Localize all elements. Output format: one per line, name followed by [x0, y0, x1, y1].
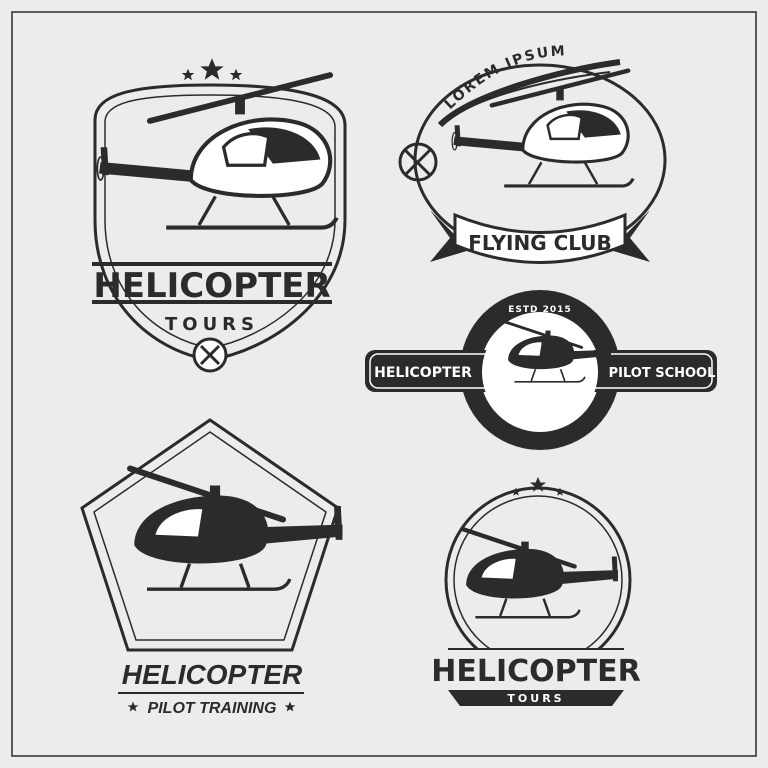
emblem-subtitle: TOURS	[165, 314, 259, 335]
helicopter-tours-top-emblem: HELICOPTER TOURS	[92, 58, 347, 373]
estd-text: ESTD 2015	[508, 305, 571, 315]
helicopter-icon	[130, 469, 343, 590]
emblem-title: HELICOPTER	[122, 659, 303, 690]
emblem-title: HELICOPTER	[93, 266, 330, 306]
emblem-subtitle: PILOT TRAINING	[148, 700, 277, 717]
flying-club-emblem: LOREM IPSUM FLYING CLUB	[398, 43, 667, 264]
pilot-school-emblem: ESTD 2015 HELICOPTER PILOT SCHOOL	[365, 290, 717, 450]
star-icon	[181, 58, 243, 81]
ribbon-text: FLYING CLUB	[468, 231, 612, 255]
right-banner-text: PILOT SCHOOL	[609, 366, 716, 381]
pilot-training-emblem: HELICOPTER PILOT TRAINING	[80, 418, 343, 717]
crossed-tools-icon	[192, 337, 228, 373]
helicopter-tours-bottom-emblem: HELICOPTER TOURS	[431, 476, 641, 706]
emblem-title: HELICOPTER	[431, 654, 640, 689]
page-frame	[11, 11, 757, 757]
helicopter-icon	[463, 529, 618, 617]
left-banner-text: HELICOPTER	[374, 365, 472, 381]
emblem-subtitle: TOURS	[507, 692, 564, 705]
helicopter-icon	[398, 71, 633, 186]
star-icon	[511, 476, 565, 496]
